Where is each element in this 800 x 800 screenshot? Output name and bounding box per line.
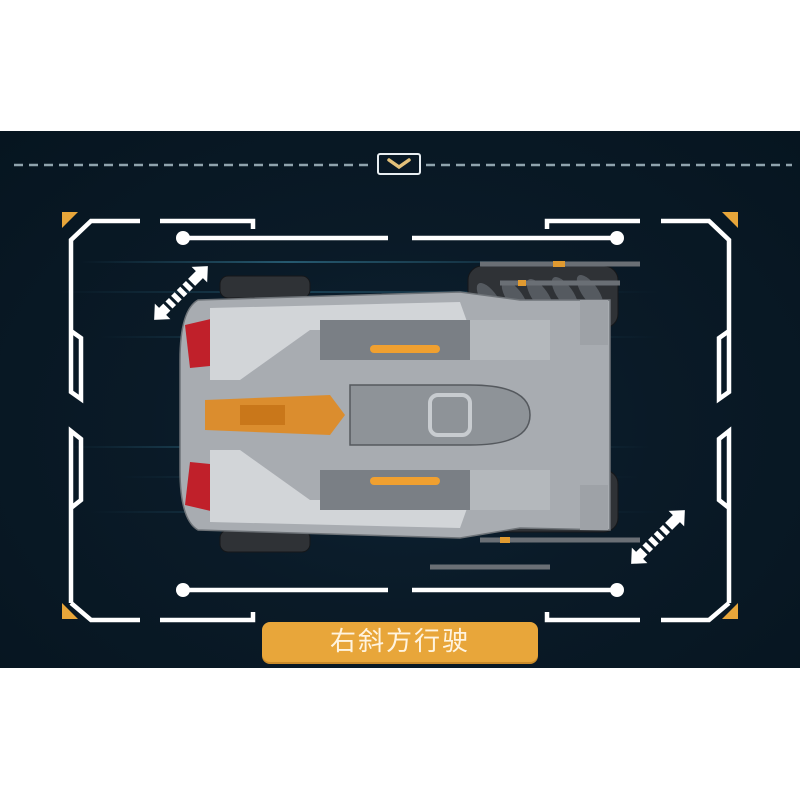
speed-line	[60, 291, 660, 293]
chevron-down-icon	[387, 158, 411, 170]
corner-accents	[62, 212, 738, 619]
collapse-toggle-button[interactable]	[377, 153, 421, 175]
frame-left	[68, 218, 256, 623]
diagonal-arrow-icon	[154, 266, 208, 320]
vehicle-image	[179, 261, 640, 570]
rail-dots	[176, 231, 624, 597]
speed-line	[80, 261, 600, 263]
drive-mode-label: 右斜方行驶	[262, 622, 538, 662]
frame-right	[544, 218, 732, 623]
diagonal-arrow-icon	[631, 510, 685, 564]
rails	[183, 235, 617, 593]
